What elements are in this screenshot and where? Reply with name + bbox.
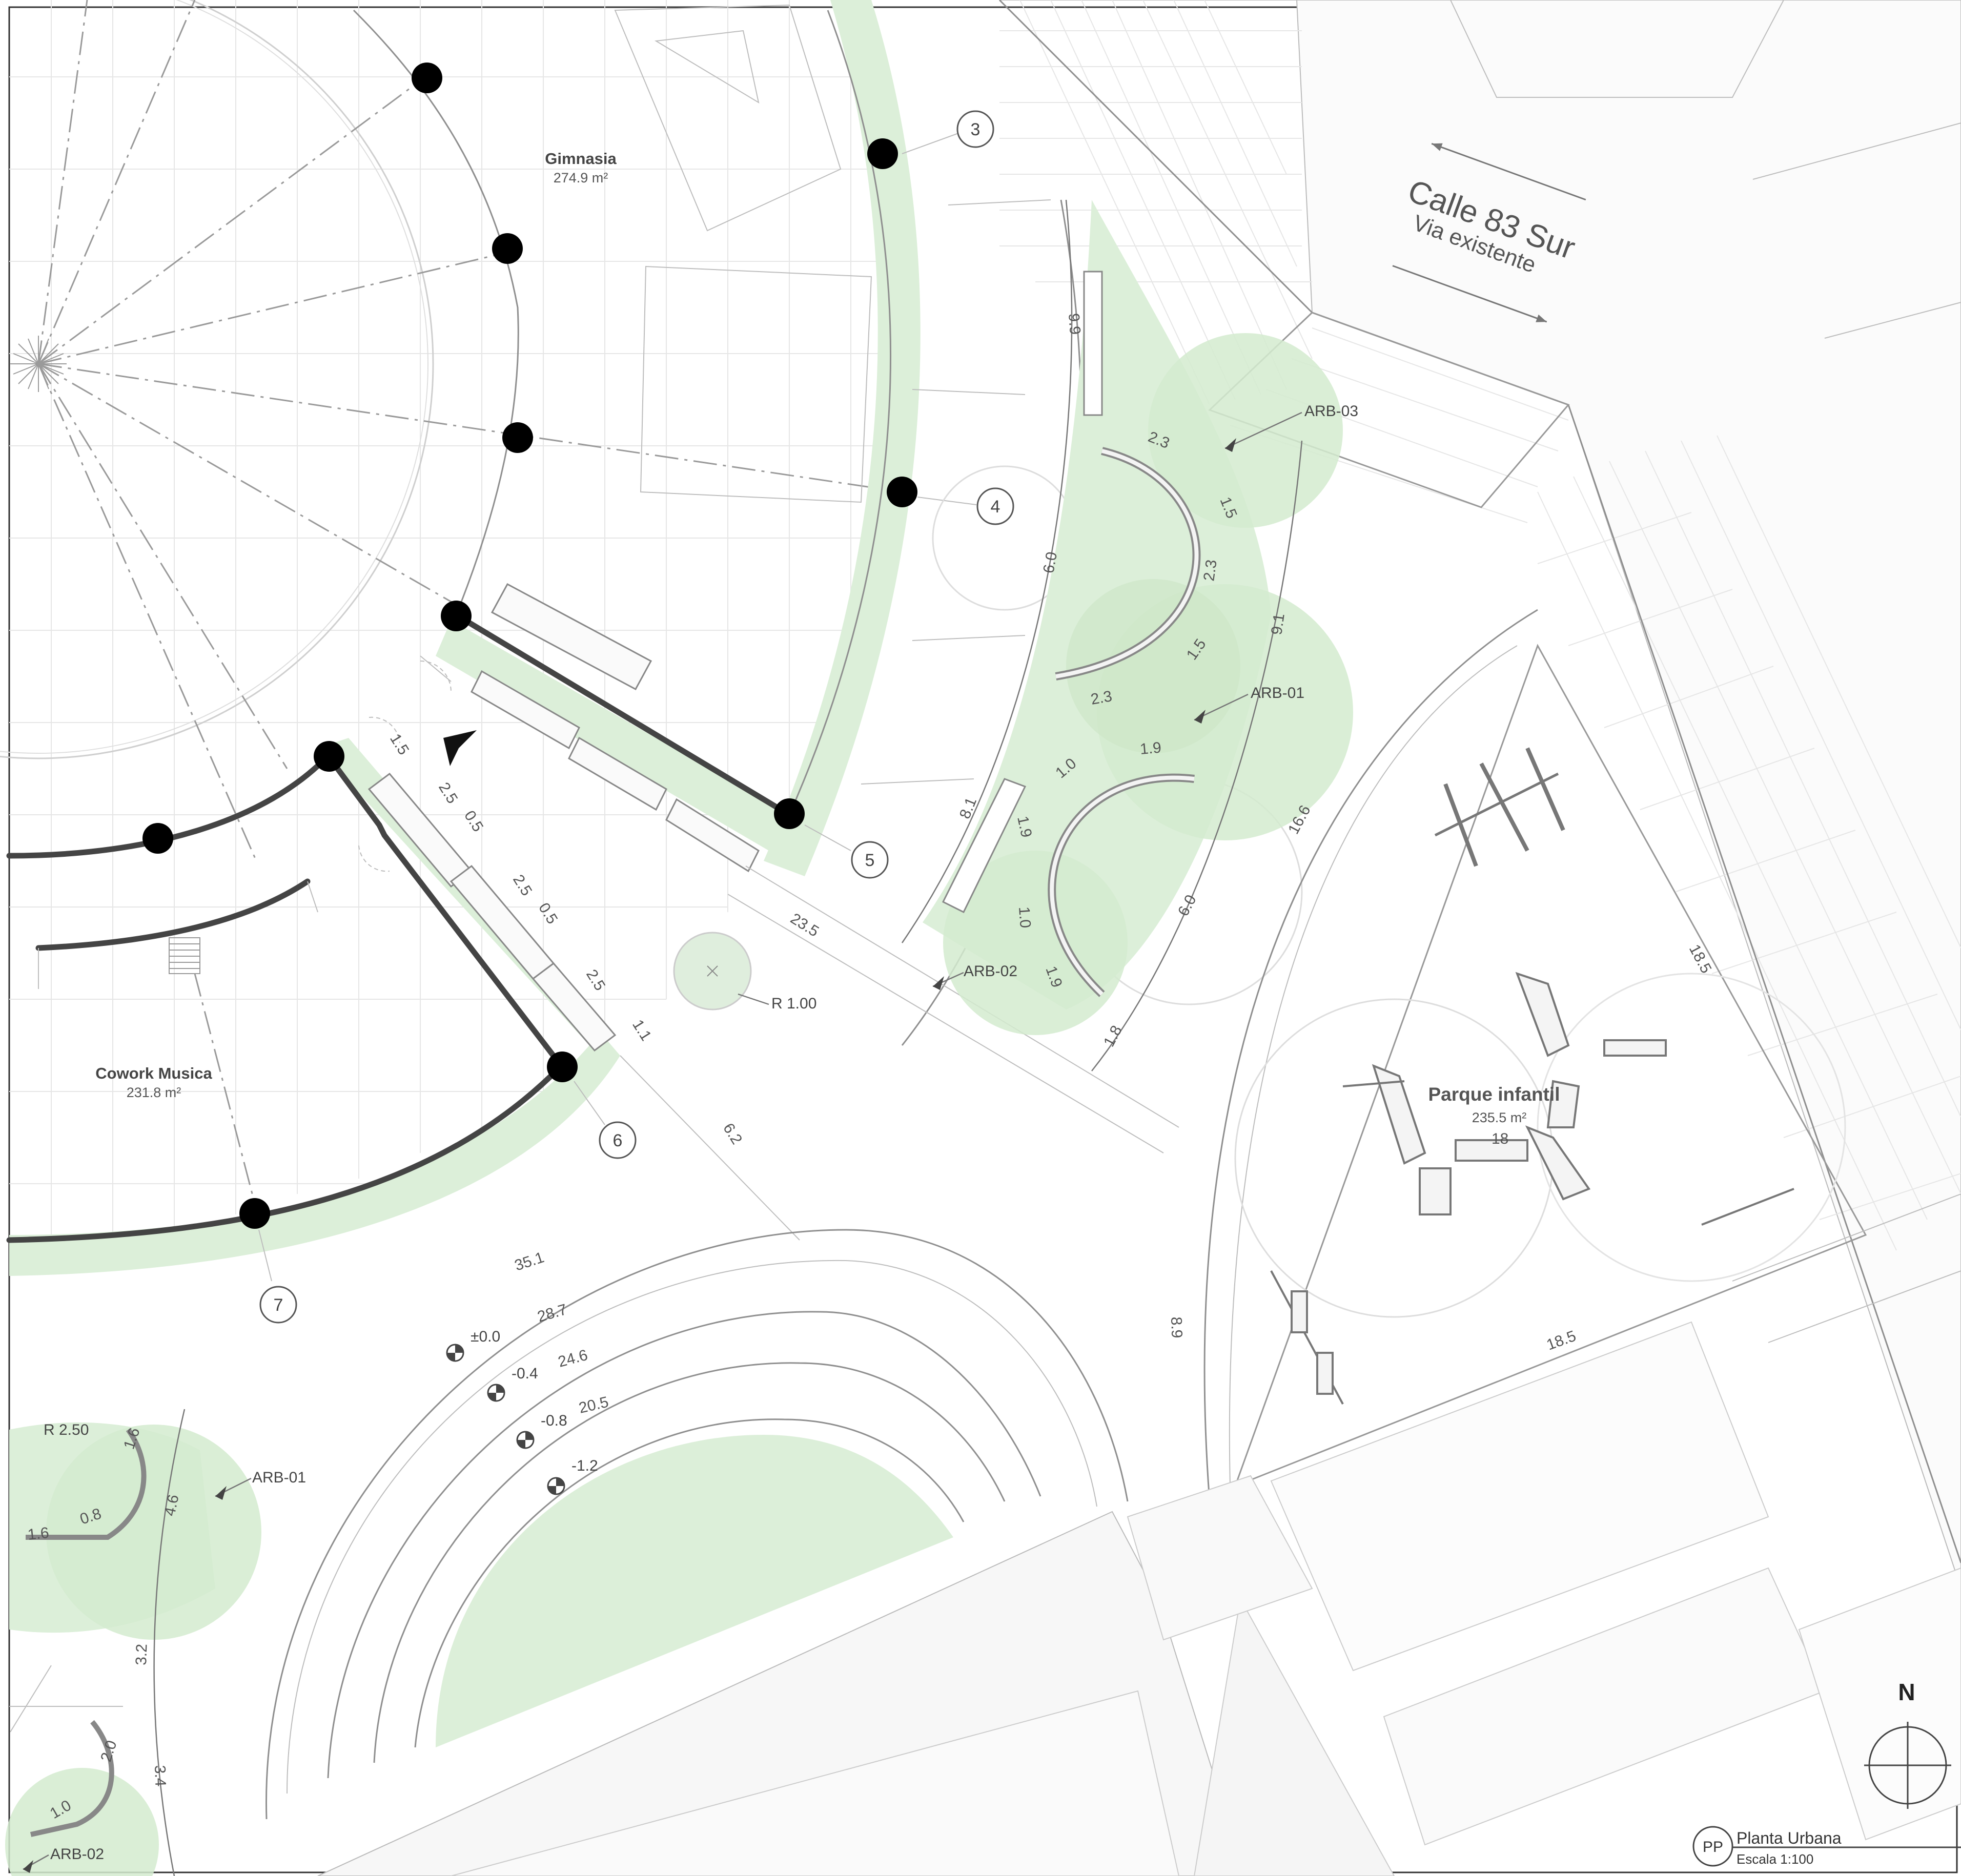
room-name: Cowork Musica bbox=[95, 1064, 212, 1082]
axis-bubble: 5 bbox=[804, 824, 889, 879]
dim-label: 18 bbox=[1492, 1130, 1508, 1147]
dim-label: 0.5 bbox=[535, 900, 561, 927]
dim-label: 24.6 bbox=[556, 1347, 589, 1371]
level-marker: -0.4 bbox=[487, 1365, 538, 1402]
level-marker: ±0.0 bbox=[446, 1328, 500, 1362]
entrance-arrow bbox=[443, 730, 477, 766]
dim-label: 8.9 bbox=[1168, 1316, 1185, 1338]
room-cowork-label: Cowork Musica 231.8 m² bbox=[95, 1064, 212, 1100]
dim-label: 2.0 bbox=[97, 1738, 120, 1764]
level-label: -0.4 bbox=[512, 1365, 538, 1382]
axis-label: 3 bbox=[971, 120, 981, 139]
tree-tag: ARB-02 bbox=[964, 963, 1017, 980]
building-walls bbox=[6, 9, 892, 1243]
dim-label: 1.9 bbox=[1139, 739, 1162, 758]
dim-label: 28.7 bbox=[536, 1301, 569, 1326]
axis-label: 7 bbox=[274, 1295, 283, 1315]
radius-label: R 1.00 bbox=[771, 995, 816, 1012]
tree-arb-02 bbox=[943, 851, 1128, 1035]
left-planters: R 2.50 bbox=[5, 1409, 261, 1876]
tree-tag: ARB-01 bbox=[252, 1469, 306, 1486]
axis-bubble: 6 bbox=[574, 1081, 637, 1159]
walkway-benches bbox=[367, 583, 760, 1052]
dim-label: 18.5 bbox=[1544, 1328, 1578, 1354]
stair bbox=[169, 937, 200, 974]
room-area: 274.9 m² bbox=[554, 170, 608, 185]
dim-label: 6.0 bbox=[1175, 892, 1200, 919]
planter-strip bbox=[901, 199, 1353, 1071]
play-structure bbox=[1372, 972, 1667, 1215]
gym-circle bbox=[0, 0, 903, 861]
radius-label: R 2.50 bbox=[44, 1421, 89, 1438]
dim-label: 6.2 bbox=[720, 1120, 745, 1147]
title-block: PP Planta Urbana Escala 1:100 bbox=[1692, 1826, 1961, 1867]
dim-label: 2.5 bbox=[509, 872, 535, 899]
level-markers: ±0.0 -0.4 -0.8 -1.2 bbox=[446, 1328, 598, 1495]
level-label: ±0.0 bbox=[471, 1328, 500, 1345]
dim-label: 6.0 bbox=[1040, 550, 1060, 574]
lower-blocks bbox=[317, 1193, 1961, 1876]
grid-axes: 3 4 5 6 7 bbox=[258, 110, 1014, 1324]
dim-label: 1.6 bbox=[27, 1524, 50, 1543]
dim-label: 18.5 bbox=[1686, 942, 1715, 976]
dim-label: 9.1 bbox=[1268, 612, 1288, 636]
dim-label: 1.8 bbox=[1100, 1023, 1126, 1049]
gym-equipment-outlines bbox=[614, 4, 872, 503]
dim-label: 3.4 bbox=[151, 1765, 169, 1787]
swing-set bbox=[1434, 747, 1565, 867]
tree-arb-03 bbox=[1148, 333, 1343, 528]
dim-label: 20.5 bbox=[577, 1394, 610, 1417]
drawing-code: PP bbox=[1703, 1839, 1723, 1856]
dim-label: 1.1 bbox=[629, 1017, 655, 1044]
axis-label: 5 bbox=[865, 851, 875, 870]
amphitheatre: ±0.0 -0.4 -0.8 -1.2 bbox=[265, 1229, 1129, 1820]
dim-label: 35.1 bbox=[513, 1249, 546, 1274]
axis-label: 4 bbox=[991, 497, 1000, 517]
tree-tag: ARB-01 bbox=[1251, 685, 1304, 702]
dim-label: 9.9 bbox=[1065, 313, 1084, 335]
room-area: 231.8 m² bbox=[127, 1085, 181, 1100]
room-name: Parque infantil bbox=[1428, 1084, 1560, 1105]
axis-bubble: 3 bbox=[902, 110, 994, 154]
level-label: -0.8 bbox=[541, 1412, 567, 1429]
street-paving bbox=[998, 0, 1961, 1589]
dim-label: 1.0 bbox=[1015, 906, 1034, 929]
dim-label: 0.5 bbox=[461, 808, 486, 835]
dim-label: 3.2 bbox=[133, 1643, 150, 1665]
tree-tag: ARB-02 bbox=[50, 1846, 104, 1863]
dim-label: 1.5 bbox=[386, 731, 412, 758]
dim-label: 2.3 bbox=[1089, 688, 1113, 708]
axis-bubble: 7 bbox=[258, 1229, 297, 1324]
dim-label: 8.1 bbox=[956, 795, 980, 821]
dim-label: 2.5 bbox=[435, 779, 461, 807]
room-name: Gimnasia bbox=[545, 150, 617, 168]
plaza: R 1.00 bbox=[620, 199, 1303, 1241]
dim-label: 2.3 bbox=[1200, 559, 1220, 582]
level-label: -1.2 bbox=[571, 1457, 598, 1474]
north-label: N bbox=[1898, 1679, 1915, 1705]
room-gym-label: Gimnasia 274.9 m² bbox=[545, 150, 617, 185]
tree-labels: ARB-03 ARB-01 ARB-02 ARB-01 ARB-02 bbox=[23, 403, 1358, 1873]
playground: Parque infantil 235.5 m² bbox=[1203, 609, 1867, 1502]
drawing-title: Planta Urbana bbox=[1737, 1829, 1842, 1847]
level-marker: -1.2 bbox=[547, 1457, 598, 1495]
structural-columns bbox=[142, 63, 917, 1229]
axis-bubble: 4 bbox=[917, 487, 1014, 525]
dim-label: 23.5 bbox=[787, 910, 822, 940]
playground-label: Parque infantil 235.5 m² bbox=[1428, 1084, 1560, 1125]
level-marker: -0.8 bbox=[516, 1412, 567, 1449]
axis-label: 6 bbox=[613, 1131, 623, 1150]
drawing-scale: Escala 1:100 bbox=[1737, 1851, 1813, 1867]
tree-tag: ARB-03 bbox=[1304, 403, 1358, 420]
room-area: 235.5 m² bbox=[1472, 1110, 1527, 1125]
north-arrow: N bbox=[1864, 1679, 1951, 1809]
